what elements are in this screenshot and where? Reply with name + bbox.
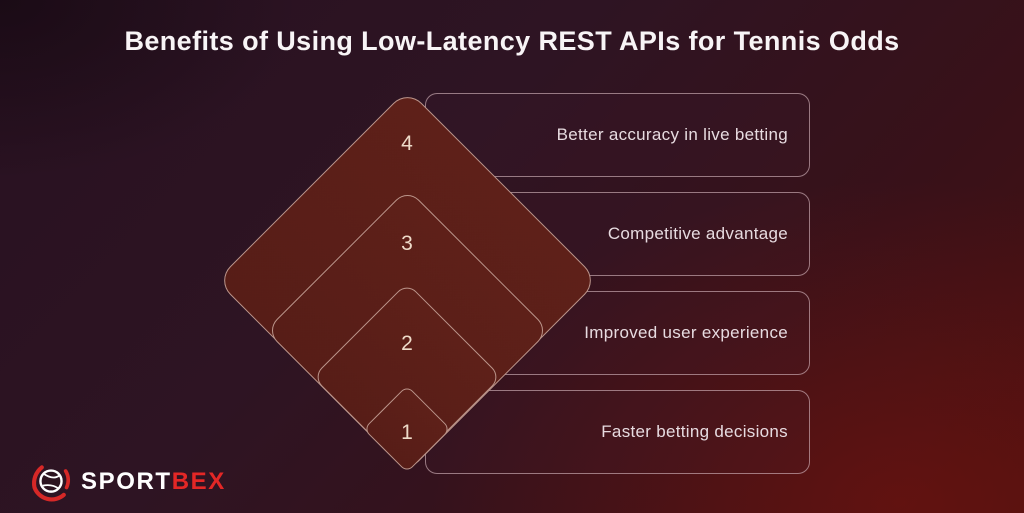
level-number: 4 — [401, 132, 413, 155]
benefit-label: Better accuracy in live betting — [556, 125, 788, 144]
wordmark-bex: BEX — [171, 468, 226, 495]
benefit-label: Improved user experience — [584, 323, 788, 342]
sportbex-logo: SPORTBEX — [28, 460, 226, 504]
benefit-label: Faster betting decisions — [601, 422, 788, 441]
wordmark-sport: SPORT — [81, 468, 172, 495]
sportbex-wordmark: SPORTBEX — [81, 468, 226, 496]
page-title: Benefits of Using Low-Latency REST APIs … — [124, 26, 900, 56]
level-number: 1 — [401, 421, 413, 444]
benefit-box-level-1: Faster betting decisions — [425, 390, 810, 474]
benefit-box-level-4: Better accuracy in live betting — [425, 93, 810, 177]
benefit-label: Competitive advantage — [607, 224, 788, 243]
level-number: 2 — [401, 332, 413, 355]
sportbex-ball-icon — [28, 460, 74, 504]
level-number: 3 — [401, 232, 413, 255]
